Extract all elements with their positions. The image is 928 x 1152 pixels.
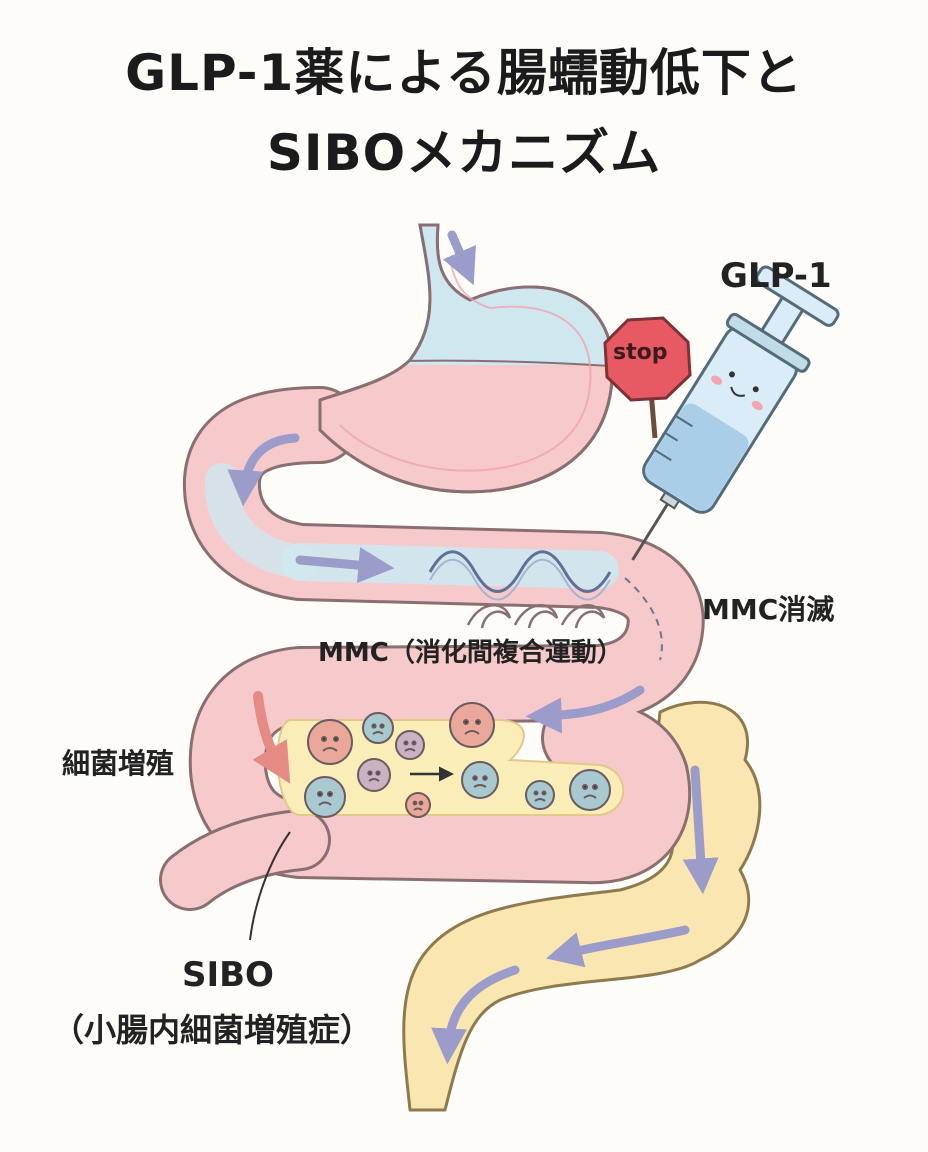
- peristalsis-waves: [428, 550, 612, 601]
- page-title-line1: GLP-1薬による腸蠕動低下と: [125, 44, 803, 102]
- bacterium: [461, 761, 499, 799]
- mucosal-folds: [466, 604, 606, 629]
- sibo-full-label: （小腸内細菌増殖症）: [52, 1011, 373, 1049]
- bacterium: [525, 780, 555, 810]
- stop-sign: [603, 316, 692, 439]
- bacterium: [405, 792, 431, 818]
- flow-arrows: [227, 230, 719, 1065]
- mmc-loss-dashes: [624, 577, 663, 661]
- sibo-label: SIBO: [182, 955, 274, 995]
- glp1-label: GLP-1: [720, 256, 832, 296]
- bacterium: [362, 712, 394, 744]
- stomach: [318, 223, 614, 494]
- bacterium: [304, 776, 346, 818]
- bacteria-growth-label: 細菌増殖: [62, 747, 175, 780]
- bacterium: [307, 719, 353, 765]
- bacterium: [357, 758, 391, 792]
- stop-sign-text: stop: [613, 340, 668, 365]
- sibo-pointer-line: [249, 831, 291, 941]
- mmc-label: MMC（消化間複合運動）: [318, 638, 623, 668]
- bacterium: [449, 702, 495, 748]
- bacteria-cluster: [304, 702, 611, 818]
- glp1-syringe: [631, 265, 840, 561]
- red-growth-arrow: [252, 691, 291, 784]
- bacterium: [395, 730, 425, 760]
- mmc-loss-label: MMC消滅: [702, 593, 835, 626]
- small-intestine: [159, 386, 705, 911]
- bacterium: [569, 769, 611, 811]
- page-title-line2: SIBOメカニズム: [266, 124, 662, 182]
